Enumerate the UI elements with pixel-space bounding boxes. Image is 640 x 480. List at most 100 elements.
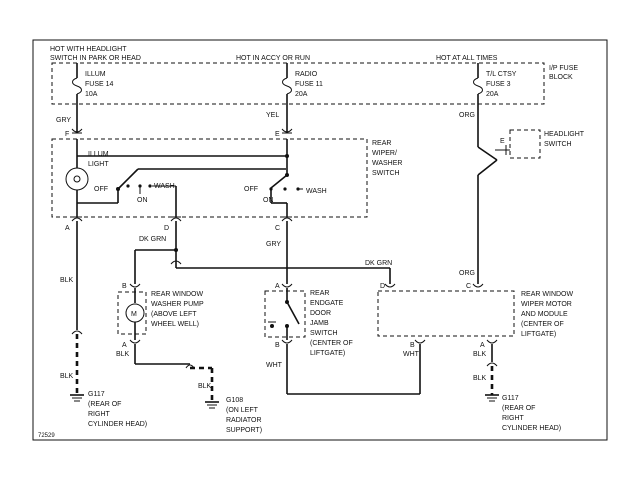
jamb-connector-b: B [275,342,280,349]
motor-connector-b: B [410,342,415,349]
connector-f-label: F [65,131,69,138]
pump-label-4: WHEEL WELL) [151,321,199,328]
wire-label-dk-grn-2: DK GRN [365,260,392,267]
motor-connector-d: D [380,283,385,290]
fuse-14-number: FUSE 14 [85,81,114,88]
switch-title-1: REAR [372,140,391,147]
fuse-14-name: ILLUM [85,71,106,78]
bus-title-headlight-2: SWITCH IN PARK OR HEAD [50,55,141,62]
g117-left-label-3: RIGHT [88,411,111,418]
connector-a-left-label: A [65,225,70,232]
fuse-11-rating: 20A [295,91,308,98]
ground-g117-right: G117 (REAR OF RIGHT CYLINDER HEAD) [485,394,561,432]
figure-id: 72529 [38,433,55,439]
g117-right-label-1: G117 [502,395,519,402]
connector-e-right-label: E [500,138,505,145]
connector-e-mid: E [275,128,293,138]
connector-d-label: D [164,225,169,232]
jamb-label-5: SWITCH [310,330,338,337]
motor-connector-a: A [480,342,485,349]
rear-endgate-door-jamb-switch: A B REAR ENDGATE DOOR JAMB SWITCH (CENTE… [264,283,353,357]
switch-wash-2: WASH [306,188,327,195]
motor-connector-c: C [466,283,471,290]
wire-label-gry-mid: GRY [266,241,281,248]
g117-left-label-4: CYLINDER HEAD) [88,421,147,428]
wire-label-dk-grn-1: DK GRN [139,236,166,243]
wire-label-blk-g108: BLK [198,383,212,390]
motor-label-1: REAR WINDOW [521,291,574,298]
illum-label-2: LIGHT [88,161,109,168]
connector-e-mid-label: E [275,131,280,138]
fuse-11: RADIO FUSE 11 20A [282,63,323,104]
illum-label-1: ILLUM [88,151,109,158]
headlight-switch-label-2: SWITCH [544,141,572,148]
wire-label-org-bottom: ORG [459,270,475,277]
wire-label-wht-left: WHT [266,362,283,369]
wire-label-blk-right-2: BLK [473,375,487,382]
fuse-3-name: T/L CTSY [486,71,517,78]
illum-light-bulb [65,167,89,191]
headlight-switch-label-1: HEADLIGHT [544,131,585,138]
fuse-14-rating: 10A [85,91,98,98]
diagram-frame [32,39,608,441]
wire-label-yel: YEL [266,112,279,119]
connector-f: F [65,128,83,138]
motor-label-5: LIFTGATE) [521,331,556,338]
g117-left-label-1: G117 [88,391,105,398]
fuse-11-number: FUSE 11 [295,81,323,88]
jamb-label-6: (CENTER OF [310,340,353,347]
connector-a-left: A [65,216,83,232]
pump-label-2: WASHER PUMP [151,301,204,308]
switch-off-2: OFF [244,186,258,193]
g117-right-label-3: RIGHT [502,415,525,422]
g117-right-label-2: (REAR OF [502,405,535,412]
jamb-connector-a: A [275,283,280,290]
switch-title-2: WIPER/ [372,150,397,157]
jamb-label-7: LIFTGATE) [310,350,345,357]
fuse-3-rating: 20A [486,91,499,98]
jamb-label-2: ENDGATE [310,300,344,307]
g108-label-4: SUPPORT) [226,427,262,434]
rear-wiper-washer-switch: REAR WIPER/ WASHER SWITCH ILLUM LIGHT OF… [51,138,402,218]
fuse-3: T/L CTSY FUSE 3 20A [473,63,517,104]
bus-title-all-times: HOT AT ALL TIMES [436,55,498,62]
wire-label-blk-left-2: BLK [60,373,74,380]
ground-g117-left: G117 (REAR OF RIGHT CYLINDER HEAD) [70,391,147,428]
g108-label-1: G108 [226,397,243,404]
bus-title-headlight-1: HOT WITH HEADLIGHT [50,46,127,53]
jamb-label-1: REAR [310,290,329,297]
pump-connector-a: A [122,342,127,349]
motor-label-3: AND MODULE [521,311,568,318]
motor-label-4: (CENTER OF [521,321,564,328]
wire-label-org-top: ORG [459,112,475,119]
wire-label-gry-top: GRY [56,117,71,124]
switch-title-4: SWITCH [372,170,400,177]
fuse-block-label-1: I/P FUSE [549,65,578,72]
rear-window-washer-pump: B M A REAR WINDOW WASHER PUMP (ABOVE LEF… [117,283,204,349]
pump-connector-b: B [122,283,127,290]
headlight-switch: E HEADLIGHT SWITCH [477,129,585,176]
fuse-3-number: FUSE 3 [486,81,511,88]
g117-right-label-4: CYLINDER HEAD) [502,425,561,432]
motor-label-2: WIPER MOTOR [521,301,572,308]
fuse-14: ILLUM FUSE 14 10A [72,63,114,104]
pump-label-1: REAR WINDOW [151,291,204,298]
connector-d: D [164,216,182,232]
connector-c-left-label: C [275,225,280,232]
splice-left [71,330,83,335]
g108-label-2: (ON LEFT [226,407,259,414]
rear-window-wiper-motor-module: D C B A REAR WINDOW WIPER MOTOR AND MODU… [377,283,574,349]
wire-label-wht-right: WHT [403,351,420,358]
bus-title-accy: HOT IN ACCY OR RUN [236,55,310,62]
washer-pump-motor-symbol: M [131,311,137,318]
wire-label-blk-left-1: BLK [60,277,74,284]
jamb-label-4: JAMB [310,320,329,327]
ground-g108: G108 (ON LEFT RADIATOR SUPPORT) [205,397,262,434]
g117-left-label-2: (REAR OF [88,401,121,408]
switch-on-2: ON [263,197,274,204]
switch-wash-1: WASH [154,183,175,190]
fuse-block-label-2: BLOCK [549,74,573,81]
wire-label-blk-right-1: BLK [473,351,487,358]
connector-c-left: C [275,216,293,232]
